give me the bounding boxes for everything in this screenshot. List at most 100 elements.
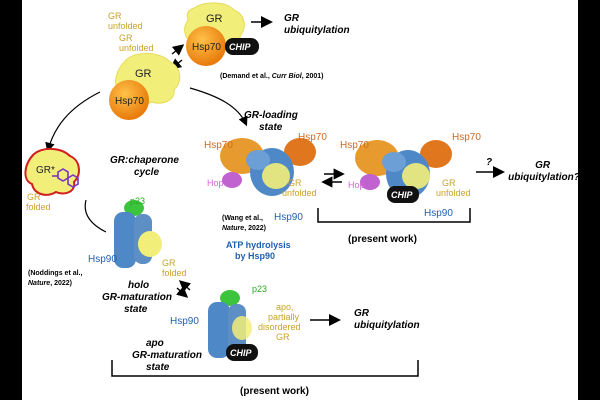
top-result-label: GR ubiquitylation bbox=[284, 13, 350, 36]
loading-hsp90: Hsp90 bbox=[274, 212, 303, 223]
gr-hsp70-complex: GR Hsp70 GR unfolded bbox=[109, 33, 181, 120]
apo-structure bbox=[208, 290, 252, 358]
chip-loading-hsp70-right: Hsp70 bbox=[452, 132, 481, 143]
folded-gr-state: GR folded bbox=[26, 192, 51, 212]
present-work-label-bottom: (present work) bbox=[240, 386, 309, 397]
apo-result-line2: ubiquitylation bbox=[354, 320, 420, 331]
top-result-line1: GR bbox=[284, 13, 300, 24]
holo-state: p23 Hsp90 GR folded holo GR-maturation s… bbox=[28, 196, 187, 315]
gr-hsp70-state-line1: GR bbox=[119, 33, 133, 43]
loading-gr-state: GR unfolded bbox=[282, 178, 317, 198]
holo-title-line2: GR-maturation bbox=[102, 292, 172, 303]
loading-hsp70-right: Hsp70 bbox=[298, 132, 327, 143]
cycle-arrows bbox=[45, 87, 248, 233]
top-gr-state-label: GR unfolded bbox=[108, 11, 143, 31]
gr-loading-state: GR-loading state Hsp70 Hsp70 Hop GR unfo… bbox=[204, 110, 327, 261]
folded-gr-label: GR* bbox=[36, 165, 55, 176]
cycle-arc-top-right bbox=[189, 87, 248, 127]
present-work-bracket-bottom bbox=[111, 360, 419, 377]
top-gr-state-line2: unfolded bbox=[108, 21, 143, 31]
top-result-line2: ubiquitylation bbox=[284, 25, 350, 36]
cycle-title: GR:chaperone cycle bbox=[110, 155, 182, 178]
chip-loading-structure bbox=[355, 140, 452, 198]
chip-loading-gr-state: GR unfolded bbox=[436, 178, 471, 198]
top-gr-state-line1: GR bbox=[108, 11, 122, 21]
exchange-arrows bbox=[321, 168, 345, 188]
apo-result-line1: GR bbox=[354, 308, 370, 319]
chip-loading-result: GR ubiquitylation? bbox=[508, 160, 578, 183]
gr-hsp70-hsp70-ball bbox=[109, 80, 149, 120]
gr-hsp70-gr-label: GR bbox=[135, 68, 152, 80]
holo-apo-arrows bbox=[176, 280, 191, 298]
figure-canvas: GR Hsp70 CHIP GR unfolded GR ubiquitylat… bbox=[22, 0, 578, 400]
top-hsp70-ball bbox=[186, 26, 226, 66]
gr-chaperone-diagram: GR Hsp70 CHIP GR unfolded GR ubiquitylat… bbox=[24, 2, 578, 397]
chip-loading-state: Hsp70 Hsp70 Hop CHIP GR unfolded Hsp90 ?… bbox=[317, 132, 578, 245]
apo-chip-badge bbox=[226, 344, 258, 361]
cycle-title-line1: GR:chaperone bbox=[110, 155, 179, 166]
holo-title: holo GR-maturation state bbox=[102, 280, 175, 315]
loading-title-line1: GR-loading bbox=[244, 110, 298, 121]
folded-gr-state-line1: GR bbox=[27, 192, 41, 202]
holo-gr-line2: folded bbox=[162, 268, 187, 278]
holo-p23: p23 bbox=[130, 196, 145, 206]
chip-loading-chip-badge bbox=[387, 186, 419, 203]
holo-structure bbox=[114, 200, 162, 268]
apo-title-line1: apo bbox=[146, 338, 164, 349]
chip-loading-result-line2: ubiquitylation? bbox=[508, 172, 578, 183]
folded-gr-blob bbox=[24, 148, 80, 196]
chip-loading-hop: Hop bbox=[348, 180, 365, 190]
noddings-citation: (Noddings et al., Nature, 2022) bbox=[28, 270, 84, 287]
holo-gr-line1: GR bbox=[162, 258, 176, 268]
gr-hsp70-state-label: GR unfolded bbox=[119, 33, 154, 53]
apo-gr-line2: partially bbox=[268, 312, 300, 322]
top-hsp70-label: Hsp70 bbox=[192, 42, 221, 53]
question-mark: ? bbox=[486, 157, 492, 168]
chip-loading-chip-label: CHIP bbox=[391, 190, 413, 200]
loading-hsp70-left: Hsp70 bbox=[204, 140, 233, 151]
chip-loading-result-line1: GR bbox=[535, 160, 551, 171]
demand-citation: (Demand et al., Curr Biol, 2001) bbox=[220, 73, 323, 80]
apo-gr-state: apo, partially disordered GR bbox=[258, 302, 303, 342]
ligand-icon bbox=[52, 168, 79, 188]
present-work-bracket-right bbox=[317, 208, 471, 223]
chip-loading-gr-line1: GR bbox=[442, 178, 456, 188]
apo-title-line2: GR-maturation bbox=[132, 350, 202, 361]
apo-chip-label: CHIP bbox=[230, 348, 252, 358]
cycle-arc-bottom-left bbox=[84, 199, 107, 233]
loading-title-line2: state bbox=[259, 122, 283, 133]
atp-hydrolysis-label: ATP hydrolysis by Hsp90 bbox=[226, 240, 293, 261]
apo-state: p23 Hsp90 apo, partially disordered GR C… bbox=[111, 284, 420, 397]
gr-hsp70-state-line2: unfolded bbox=[119, 43, 154, 53]
folded-gr: GR* GR folded bbox=[24, 148, 80, 212]
holo-hsp90: Hsp90 bbox=[88, 254, 117, 265]
top-chip-label: CHIP bbox=[229, 42, 251, 52]
cycle-arc-left bbox=[45, 91, 101, 153]
loading-hop: Hop bbox=[207, 178, 224, 188]
holo-title-line3: state bbox=[124, 304, 148, 315]
holo-title-line1: holo bbox=[128, 280, 149, 291]
atp-line2: by Hsp90 bbox=[235, 251, 275, 261]
apo-p23: p23 bbox=[252, 284, 267, 294]
folded-gr-state-line2: folded bbox=[26, 202, 51, 212]
holo-gr-state: GR folded bbox=[162, 258, 187, 278]
apo-hsp90: Hsp90 bbox=[170, 316, 199, 327]
chip-loading-hsp70-left: Hsp70 bbox=[340, 140, 369, 151]
chip-loading-hsp90: Hsp90 bbox=[424, 208, 453, 219]
loading-title: GR-loading state bbox=[244, 110, 301, 133]
present-work-label-right: (present work) bbox=[348, 234, 417, 245]
top-gr-hsp70-chip-complex: GR Hsp70 CHIP GR unfolded GR ubiquitylat… bbox=[108, 2, 350, 80]
wang-citation: (Wang et al., Nature, 2022) bbox=[222, 215, 266, 232]
loading-structure bbox=[220, 138, 316, 196]
loading-gr-line1: GR bbox=[288, 178, 302, 188]
apo-title-line3: state bbox=[146, 362, 170, 373]
top-gr-label: GR bbox=[206, 13, 223, 25]
top-chip-badge bbox=[225, 38, 259, 55]
loading-gr-line2: unfolded bbox=[282, 188, 317, 198]
apo-gr-line1: apo, bbox=[276, 302, 294, 312]
chip-loading-gr-line2: unfolded bbox=[436, 188, 471, 198]
apo-gr-line4: GR bbox=[276, 332, 290, 342]
apo-result: GR ubiquitylation bbox=[354, 308, 420, 331]
gr-hsp70-hsp70-label: Hsp70 bbox=[115, 96, 144, 107]
atp-line1: ATP hydrolysis bbox=[226, 240, 291, 250]
